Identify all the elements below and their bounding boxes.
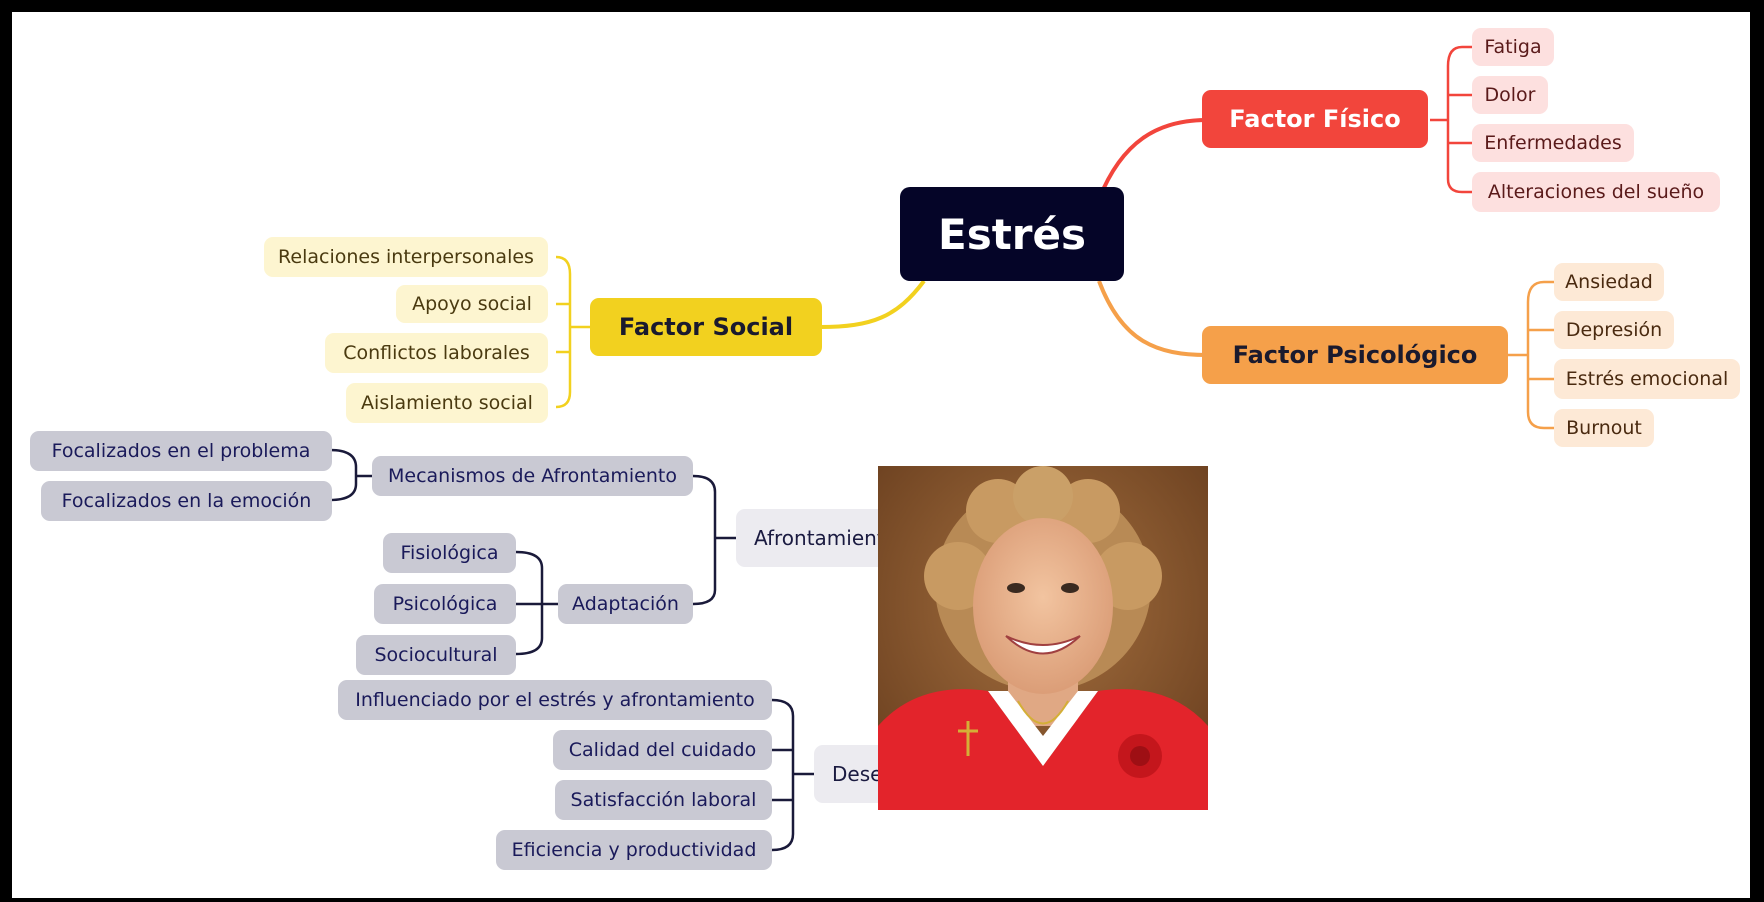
- leaf-depresion[interactable]: Depresión: [1554, 311, 1674, 349]
- connector-desempeno: [771, 698, 814, 852]
- portrait-illustration: [878, 466, 1208, 810]
- leaf-eficiencia-productividad[interactable]: Eficiencia y productividad: [496, 830, 772, 870]
- leaf-dolor[interactable]: Dolor: [1472, 76, 1548, 114]
- leaf-burnout[interactable]: Burnout: [1554, 409, 1654, 447]
- factor-psicologico-node[interactable]: Factor Psicológico: [1202, 326, 1508, 384]
- leaf-satisfaccion-laboral[interactable]: Satisfacción laboral: [555, 780, 772, 820]
- connector-afrontamiento: [329, 448, 736, 656]
- connector-psico-leaves: [1508, 280, 1554, 430]
- mind-map-canvas: Estrés Factor Físico Fatiga Dolor Enferm…: [12, 12, 1750, 898]
- factor-social-node[interactable]: Factor Social: [590, 298, 822, 356]
- factor-fisico-node[interactable]: Factor Físico: [1202, 90, 1428, 148]
- connector-root-psico: [1097, 280, 1208, 357]
- leaf-ansiedad[interactable]: Ansiedad: [1554, 263, 1664, 301]
- portrait-photo: [878, 466, 1208, 810]
- leaf-enfermedades[interactable]: Enfermedades: [1472, 124, 1634, 162]
- mecanismos-afrontamiento-node[interactable]: Mecanismos de Afrontamiento: [372, 456, 693, 496]
- leaf-conflictos-laborales[interactable]: Conflictos laborales: [325, 333, 548, 373]
- connector-social-leaves: [555, 255, 590, 409]
- leaf-influenciado-estres[interactable]: Influenciado por el estrés y afrontamien…: [338, 680, 772, 720]
- leaf-sociocultural[interactable]: Sociocultural: [356, 635, 516, 675]
- leaf-relaciones-interpersonales[interactable]: Relaciones interpersonales: [264, 237, 548, 277]
- leaf-focalizados-emocion[interactable]: Focalizados en la emoción: [41, 481, 332, 521]
- leaf-psicologica[interactable]: Psicológica: [374, 584, 516, 624]
- leaf-apoyo-social[interactable]: Apoyo social: [396, 285, 548, 323]
- root-node[interactable]: Estrés: [900, 187, 1124, 281]
- connector-root-fisico: [1097, 118, 1208, 200]
- leaf-fisiologica[interactable]: Fisiológica: [383, 533, 516, 573]
- leaf-aislamiento-social[interactable]: Aislamiento social: [346, 383, 548, 423]
- connector-lines: [329, 45, 1554, 852]
- leaf-estres-emocional[interactable]: Estrés emocional: [1554, 359, 1740, 399]
- leaf-alteraciones-sueno[interactable]: Alteraciones del sueño: [1472, 172, 1720, 212]
- leaf-calidad-cuidado[interactable]: Calidad del cuidado: [553, 730, 772, 770]
- adaptacion-node[interactable]: Adaptación: [558, 584, 693, 624]
- connector-root-social: [819, 279, 926, 329]
- leaf-fatiga[interactable]: Fatiga: [1472, 28, 1554, 66]
- connector-fisico-leaves: [1430, 45, 1472, 194]
- leaf-focalizados-problema[interactable]: Focalizados en el problema: [30, 431, 332, 471]
